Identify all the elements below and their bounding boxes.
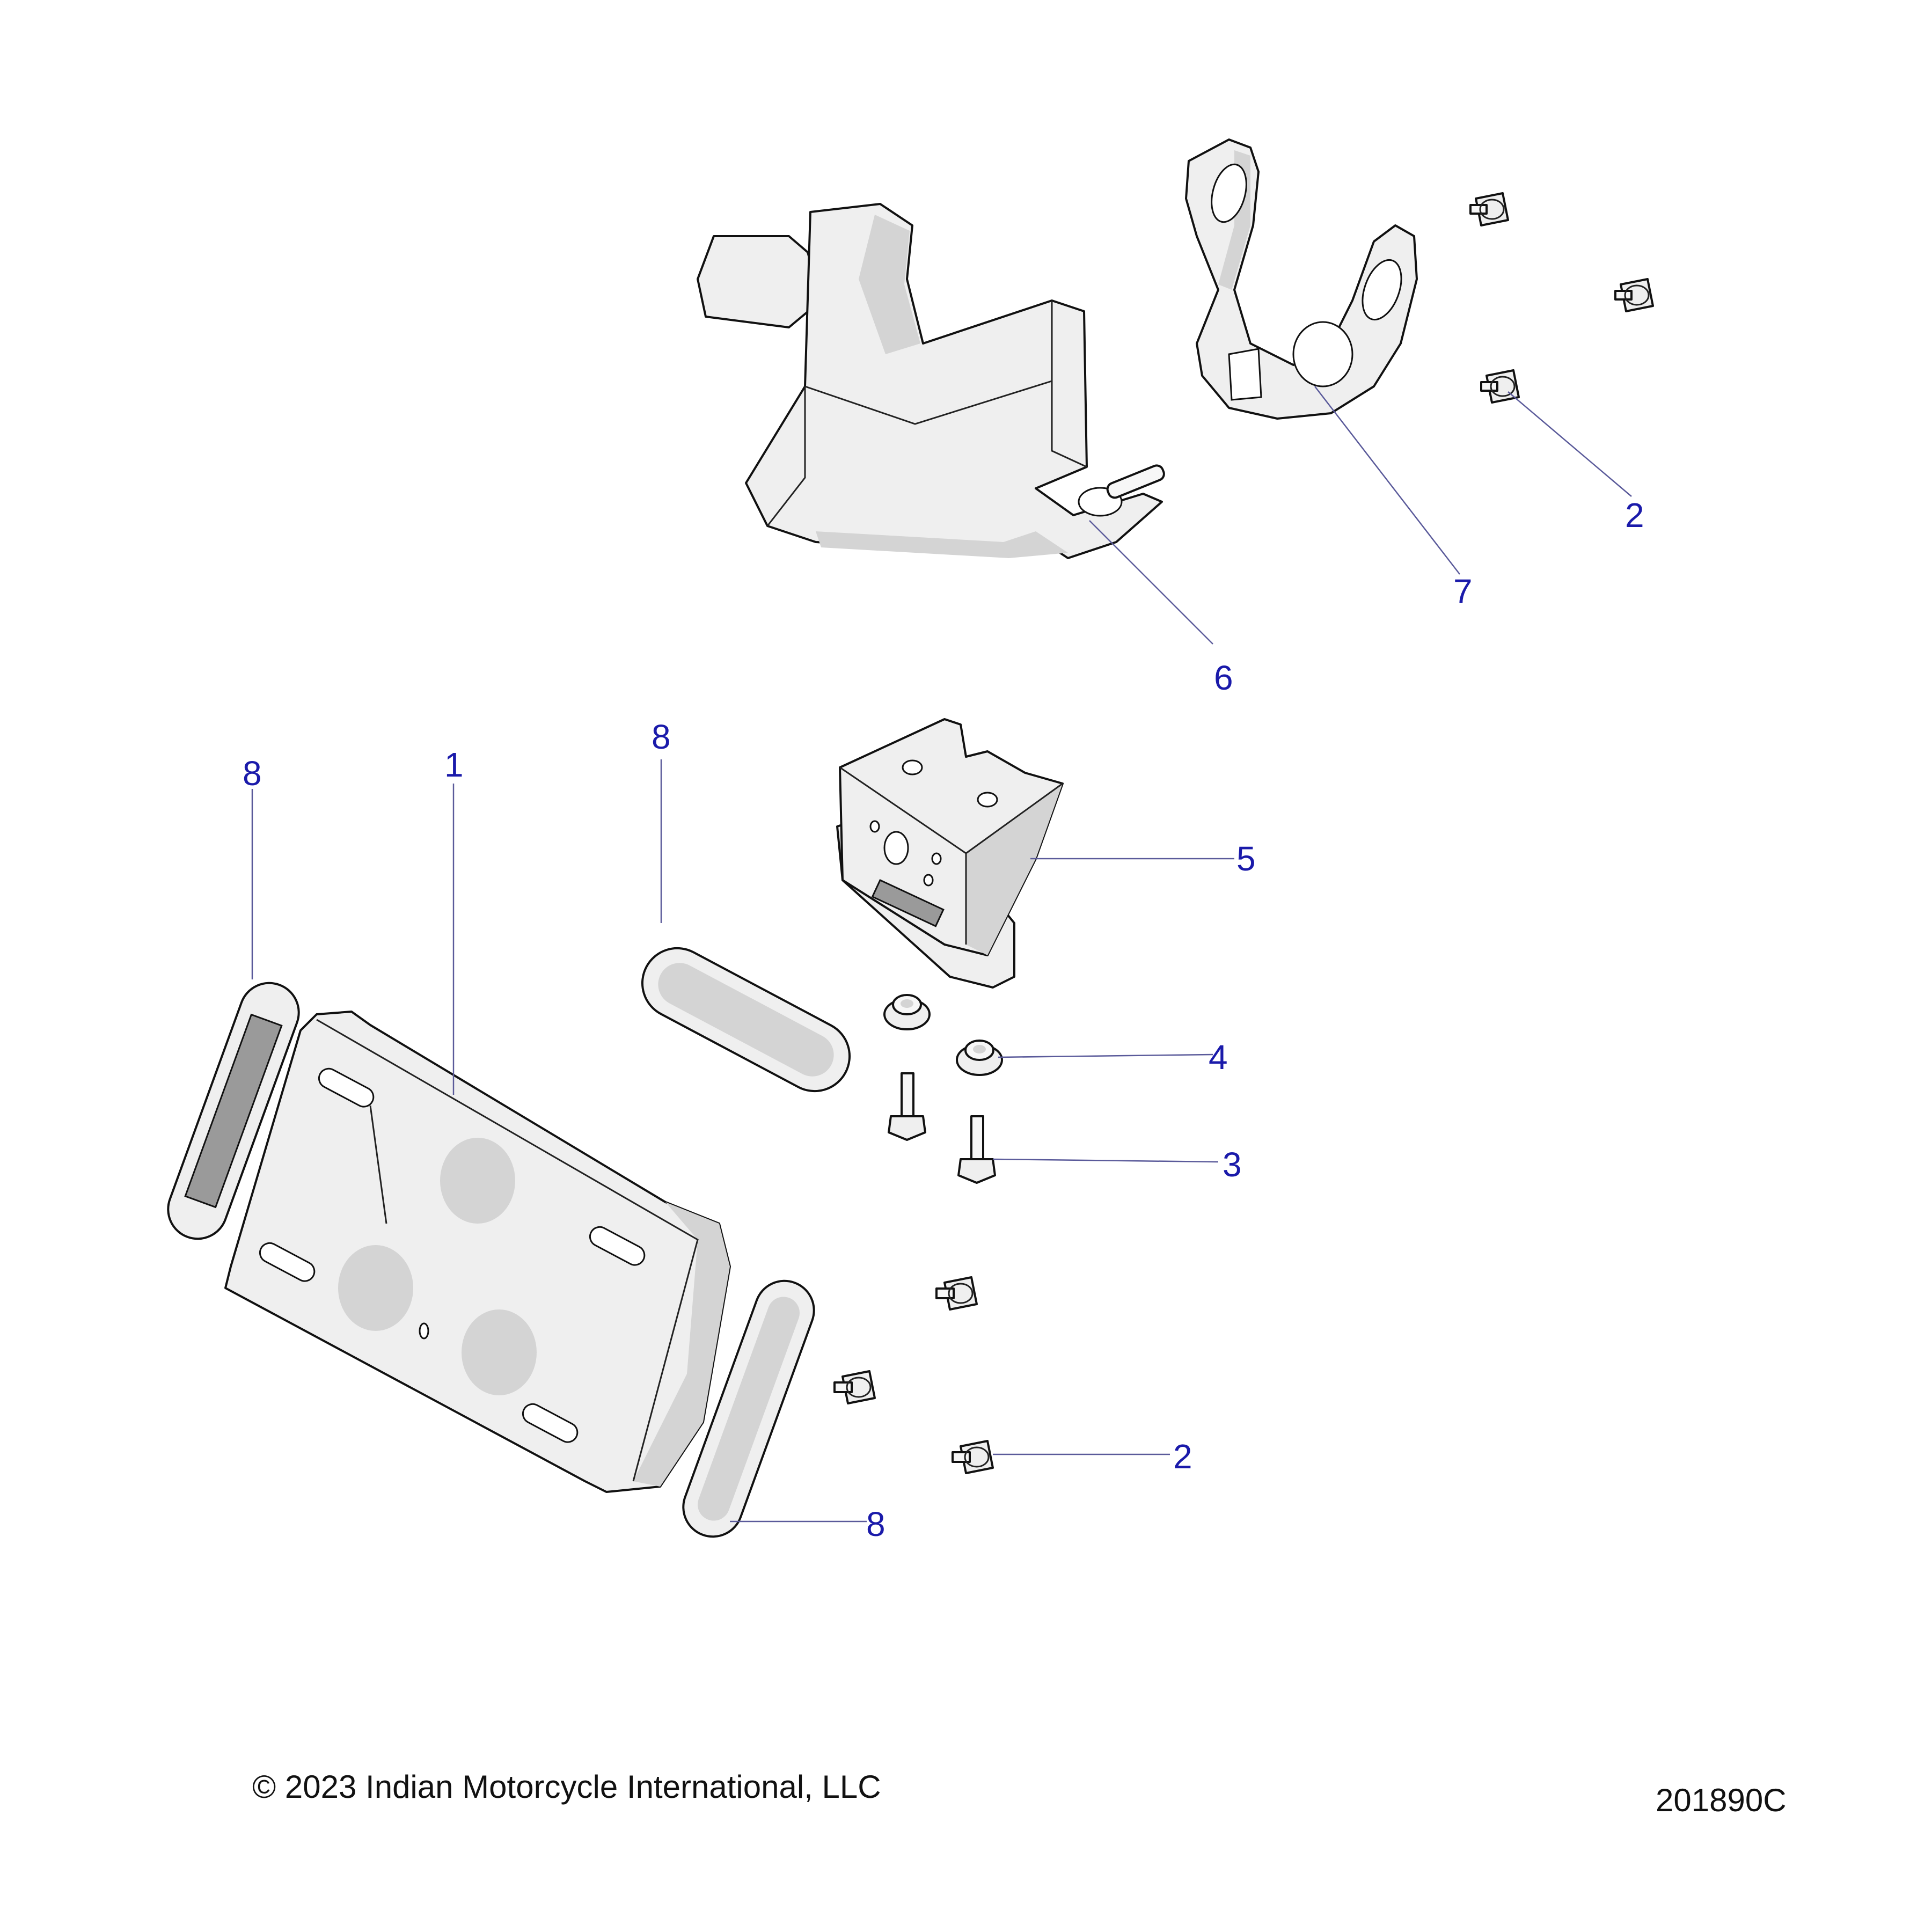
part-4-nuts [883,994,1003,1076]
callout-4: 4 [1209,1038,1228,1077]
part-7-mounting-plate [1185,138,1418,420]
callout-5: 5 [1236,839,1256,878]
part-3-bolts [888,1072,996,1184]
part-2-screws-upper [1469,192,1654,404]
part-1-license-plate-bracket [224,1011,731,1493]
part-8-reflector-center [641,947,851,1093]
part-8-reflector-right [682,1279,815,1538]
callout-8-right: 8 [866,1505,885,1543]
callout-6: 6 [1214,658,1233,697]
callout-2-upper: 2 [1625,496,1644,535]
leader-4 [998,1053,1213,1058]
leader-6 [1089,520,1213,645]
part-2-screws-lower [833,1276,994,1474]
callout-3: 3 [1223,1145,1242,1184]
leader-7 [1314,386,1460,575]
leader-2-upper [1507,391,1632,497]
part-6-upper-bracket [697,203,1165,559]
callout-7: 7 [1453,572,1473,611]
copyright-notice: © 2023 Indian Motorcycle International, … [252,1769,881,1805]
callout-1: 1 [444,745,464,784]
callout-8-left: 8 [243,754,262,793]
part-5-light-housing [836,718,1064,989]
leader-lines [251,386,1632,1523]
callout-labels: 2 7 6 8 1 8 5 4 3 2 8 [243,496,1644,1543]
callout-8-center: 8 [652,718,671,756]
leader-3 [992,1158,1219,1163]
part-8-reflector-left [167,982,300,1240]
drawing-number: 201890C [1656,1782,1787,1818]
callout-2-lower: 2 [1173,1437,1192,1476]
